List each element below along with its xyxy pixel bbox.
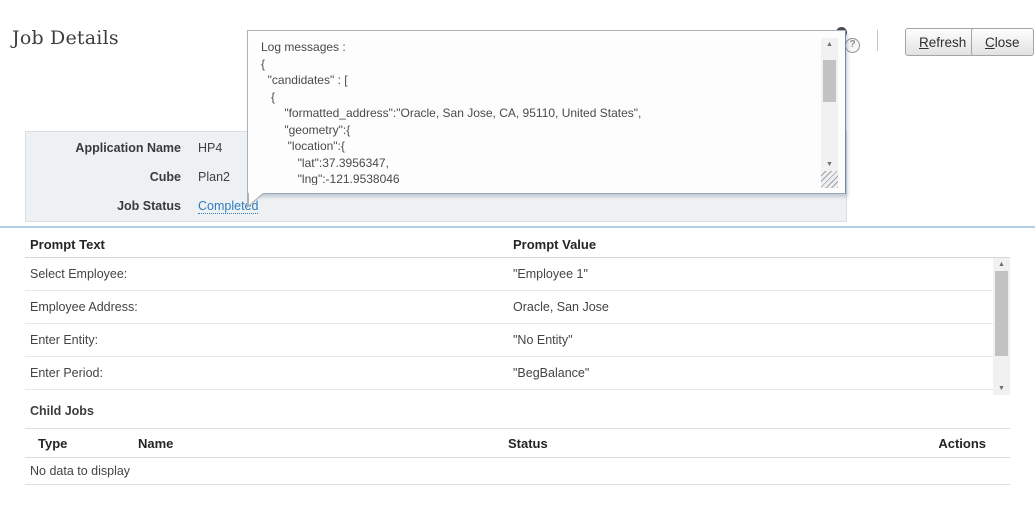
close-button-accesskey: C (985, 34, 995, 50)
tooltip-scrollbar[interactable]: ▲ ▼ (821, 38, 838, 171)
table-row[interactable]: Select Employee: "Employee 1" (25, 258, 1010, 291)
log-messages-popup: Log messages : { "candidates" : [ { "for… (247, 30, 846, 208)
toolbar-divider (877, 30, 878, 51)
job-status-value: Completed (198, 198, 259, 214)
log-line: "lng":-121.9538046 (261, 172, 400, 185)
prompt-text-cell: Enter Period: (30, 366, 103, 380)
section-divider (0, 226, 1035, 228)
application-name-row: Application Name HP4 (26, 133, 846, 162)
cube-label: Cube (149, 169, 181, 184)
scroll-down-icon[interactable]: ▼ (826, 161, 833, 168)
refresh-button[interactable]: Refresh (905, 28, 981, 56)
tooltip-scrollbar-thumb[interactable] (823, 60, 836, 102)
log-messages-content: Log messages : { "candidates" : [ { "for… (261, 39, 815, 185)
log-line: Log messages : (261, 40, 346, 54)
job-status-link[interactable]: Completed (198, 198, 259, 214)
prompt-text-cell: Employee Address: (30, 300, 138, 314)
prompt-table-header-row: Prompt Text Prompt Value (25, 232, 1010, 258)
column-header-actions: Actions (938, 435, 986, 451)
log-line: "formatted_address":"Oracle, San Jose, C… (261, 106, 642, 120)
scroll-down-icon[interactable]: ▼ (998, 385, 1005, 392)
child-jobs-table: Child Jobs Type Name Status Actions No d… (25, 398, 1010, 485)
prompt-value-cell: "No Entity" (513, 333, 573, 347)
table-row[interactable]: Enter Entity: "No Entity" (25, 324, 1010, 357)
prompt-table-scrollbar[interactable]: ▲ ▼ (993, 258, 1010, 395)
prompt-value-cell: "Employee 1" (513, 267, 588, 281)
table-row[interactable]: Enter Period: "BegBalance" (25, 357, 1010, 390)
refresh-button-accesskey: R (919, 34, 929, 50)
column-header-name: Name (138, 435, 174, 451)
prompt-table: Prompt Text Prompt Value Select Employee… (25, 232, 1010, 395)
column-header-prompt-value: Prompt Value (513, 237, 597, 252)
close-button-label: lose (994, 34, 1020, 50)
page-title: Job Details (12, 27, 119, 49)
cube-value: Plan2 (198, 169, 230, 184)
tooltip-callout-arrow-fill (249, 192, 264, 205)
child-jobs-header-row: Type Name Status Actions (25, 429, 1010, 458)
scroll-up-icon[interactable]: ▲ (998, 261, 1005, 268)
prompt-text-cell: Enter Entity: (30, 333, 99, 347)
log-line: { (261, 89, 276, 104)
column-header-type: Type (38, 435, 68, 451)
column-header-status: Status (508, 435, 548, 451)
application-name-value: HP4 (198, 140, 223, 155)
refresh-button-label: efresh (928, 34, 967, 50)
empty-table-message: No data to display (25, 458, 1010, 485)
scrollbar-thumb[interactable] (995, 271, 1008, 356)
table-row[interactable]: Employee Address: Oracle, San Jose (25, 291, 1010, 324)
prompt-value-cell: Oracle, San Jose (513, 300, 609, 314)
prompt-text-cell: Select Employee: (30, 267, 128, 281)
log-line: "lat":37.3956347, (261, 155, 389, 170)
help-icon[interactable]: ? (845, 38, 860, 53)
log-line: "candidates" : [ (261, 73, 348, 87)
resize-grip-icon[interactable] (821, 171, 838, 188)
log-line: "geometry":{ (261, 122, 351, 137)
job-status-row: Job Status Completed (26, 191, 846, 220)
column-header-prompt-text: Prompt Text (30, 237, 105, 252)
application-name-label: Application Name (75, 140, 181, 155)
log-line: "location":{ (261, 139, 345, 153)
close-button[interactable]: Close (971, 28, 1034, 56)
cube-row: Cube Plan2 (26, 162, 846, 191)
job-status-label: Job Status (117, 198, 181, 213)
scroll-up-icon[interactable]: ▲ (826, 41, 833, 48)
child-jobs-title: Child Jobs (25, 398, 1010, 429)
prompt-value-cell: "BegBalance" (513, 366, 590, 380)
prompt-table-body: Select Employee: "Employee 1" Employee A… (25, 258, 1010, 395)
log-line: { (261, 56, 266, 71)
